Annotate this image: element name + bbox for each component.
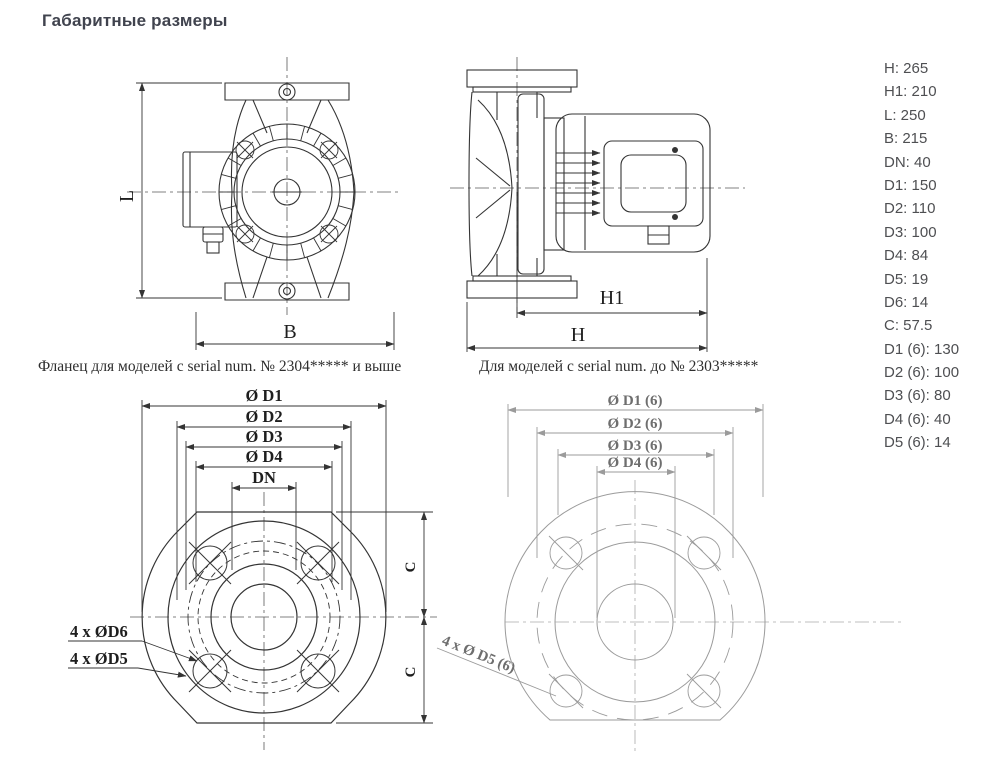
flange-old-dims: [507, 404, 764, 618]
dim-label-H1: H1: [600, 287, 624, 309]
flange-old-drawing: Ø D1 (6) Ø D2 (6) Ø D3 (6) Ø D4 (6) 4 x …: [436, 393, 905, 752]
dimension-item: D3: 100: [884, 223, 937, 241]
dimension-item: D2 (6): 100: [884, 364, 960, 382]
dim-label-d4-6: Ø D4 (6): [608, 455, 663, 471]
front-view-drawing: L B: [116, 57, 400, 350]
hole-label-d6: 4 x ØD6: [70, 622, 128, 641]
dimension-item: H: 265: [884, 60, 929, 77]
dim-label-B: B: [283, 321, 296, 343]
dim-label-L: L: [116, 190, 138, 202]
front-view-centerlines: [127, 57, 400, 315]
dimension-item: D4 (6): 40: [884, 410, 951, 428]
dimension-item: D4: 84: [884, 247, 929, 265]
dimension-item: D5: 19: [884, 270, 929, 288]
dimension-item: D3 (6): 80: [884, 387, 951, 405]
dimension-item: D2: 110: [884, 200, 936, 218]
dimension-item: DN: 40: [884, 153, 931, 171]
dim-label-c-top: C: [403, 562, 419, 573]
dim-C: [336, 511, 433, 724]
terminal-box-front: [182, 151, 238, 254]
dim-H1: [516, 192, 708, 352]
dim-label-d4: Ø D4: [245, 447, 282, 466]
hole-label-d5-6: 4 x Ø D5 (6): [440, 633, 518, 677]
dim-label-d2: Ø D2: [245, 407, 282, 426]
bolt-hole-leaders: [68, 640, 198, 678]
dimension-item: H1: 210: [884, 83, 937, 101]
dim-L: [136, 82, 222, 299]
dimension-item: C: 57.5: [884, 317, 933, 335]
flange-new-bolt-holes: [188, 541, 340, 693]
dim-B: [195, 312, 395, 350]
dimension-item: D1 (6): 130: [884, 340, 960, 358]
page-title: Габаритные размеры: [42, 11, 228, 30]
stator-fins: [556, 149, 601, 217]
flange-new-drawing: Ø D1 Ø D2 Ø D3 Ø D4 DN C C 4 x ØD6 4 x: [68, 386, 437, 750]
dim-label-d1-6: Ø D1 (6): [608, 393, 663, 409]
dimension-item: D1: 150: [884, 176, 937, 194]
dim-label-c-bottom: C: [403, 667, 419, 678]
dim-label-d3: Ø D3: [245, 427, 282, 446]
flange-new-caption: Фланец для моделей с serial num. № 2304*…: [38, 358, 402, 375]
dim-label-H: H: [571, 324, 585, 346]
dimension-item: D6: 14: [884, 293, 929, 311]
side-view-centerlines: [450, 57, 745, 313]
dimension-item: B: 215: [884, 130, 928, 148]
dim-label-dn: DN: [252, 468, 276, 487]
flange-old-centerlines: [505, 480, 905, 752]
terminal-box-side: [603, 140, 704, 245]
dimension-item: D5 (6): 14: [884, 434, 951, 452]
dim-label-d1: Ø D1: [245, 386, 282, 405]
bolt-hole-leader-old: [436, 647, 557, 697]
stator-fin-slots: [219, 124, 355, 260]
flange-old-bolt-holes: [548, 535, 722, 709]
hole-label-d5: 4 x ØD5: [70, 649, 128, 668]
housing-screws: [235, 140, 339, 244]
flange-old-caption: Для моделей с serial num. до № 2303*****: [479, 358, 759, 375]
dim-label-d3-6: Ø D3 (6): [608, 438, 663, 454]
dimensions-list: H: 265 H1: 210 L: 250 B: 215 DN: 40 D1: …: [884, 57, 959, 455]
dim-label-d2-6: Ø D2 (6): [608, 416, 663, 432]
flange-new-dims: [141, 400, 387, 612]
dim-H: [466, 302, 708, 352]
dimension-item: L: 250: [884, 106, 926, 124]
side-view-drawing: H1 H: [450, 57, 745, 352]
